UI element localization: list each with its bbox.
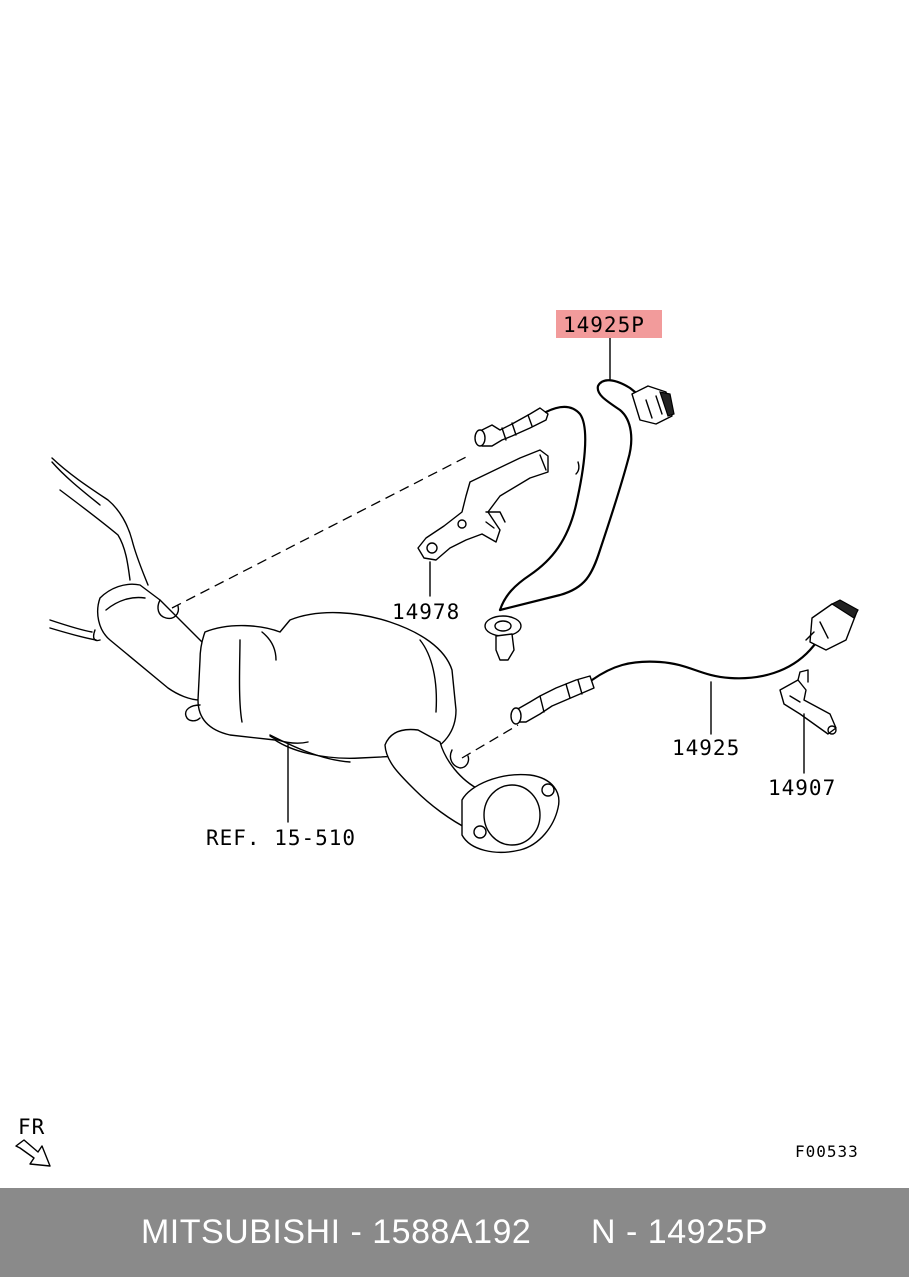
highlight-box: [556, 310, 662, 338]
clip-14907: [779, 669, 837, 735]
parts-diagram: 14925P 14978 14925 14907 REF. 15-510 FR …: [15, 310, 859, 1167]
front-direction-indicator: FR: [15, 1115, 51, 1167]
rear-sensor-boss: [449, 749, 470, 769]
front-sensor-harness: [498, 379, 675, 612]
brand-separator: -: [340, 1213, 373, 1251]
exhaust-assembly: [49, 457, 560, 853]
position-separator: -: [616, 1213, 648, 1251]
rear-oxygen-sensor: [510, 599, 859, 725]
front-sensor-boss: [157, 599, 180, 620]
figure-code: F00533: [795, 1142, 859, 1161]
part-label-14907[interactable]: 14907: [768, 776, 836, 800]
front-install-line: [171, 454, 471, 609]
front-arrow-icon: [15, 1139, 51, 1167]
reference-label: REF. 15-510: [206, 826, 356, 850]
part-info-banner: MITSUBISHI - 1588A192 N - 14925P: [0, 1188, 909, 1277]
front-oxygen-sensor: [474, 405, 587, 661]
part-label-14978[interactable]: 14978: [392, 600, 460, 624]
part-label-14925P[interactable]: 14925P: [563, 313, 645, 337]
part-number: 1588A192: [372, 1213, 532, 1251]
position-prefix: N: [591, 1213, 617, 1251]
position-number: 14925P: [647, 1213, 769, 1251]
brand-name: MITSUBISHI: [140, 1213, 341, 1251]
rear-install-line: [461, 724, 519, 759]
front-label: FR: [18, 1115, 45, 1139]
footer-gap: [531, 1213, 591, 1252]
part-label-14925[interactable]: 14925: [672, 736, 740, 760]
bracket-14978: [417, 449, 549, 561]
